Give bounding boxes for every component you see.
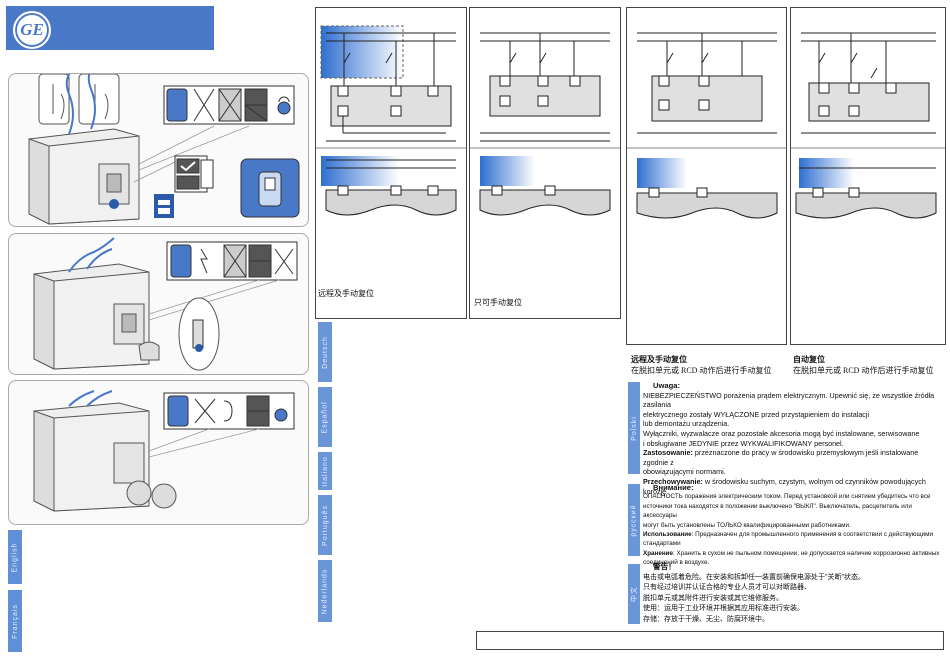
tab-portugues[interactable]: Português [318,495,332,555]
wiring-diagram-2: 只可手动复位 [469,7,621,319]
symbol-strip-3 [163,392,295,430]
footer-box [476,631,944,650]
wiring-diagram-3: 远程及手动复位 在脱扣单元或 RCD 动作后进行手动复位 [626,7,787,375]
tab-espanol[interactable]: Español [318,387,332,447]
step-panel-1 [8,73,309,227]
diagram-1-caption: 远程及手动复位 [318,289,374,298]
tab-italiano[interactable]: Italiano [318,452,332,490]
breaker-illustration [28,74,140,225]
step-panel-3 [8,380,309,525]
symbol-strip-2 [166,241,298,281]
russian-warning: Внимание: ОПАСНОСТЬ поражения электричес… [643,483,940,567]
wiring-diagram-4: 自动复位 在脱扣单元或 RCD 动作后进行手动复位 [790,7,946,375]
wiring-diagram-1: 远程及手动复位 [315,7,467,319]
indicator-symbol [154,194,174,218]
ge-logo-icon: GE [13,11,51,49]
diagram-2-caption: 只可手动复位 [474,298,522,307]
tab-nederlands[interactable]: Nederlands [318,560,332,622]
tab-francais[interactable]: Français [8,590,22,652]
wire-icon [65,74,96,135]
tab-polski[interactable]: Polski [628,382,640,474]
symbol-strip [163,85,295,125]
polski-warning: Uwaga: NIEBEZPIECZEŃSTWO porażenia prąde… [643,381,935,496]
tab-chinese[interactable]: 中文 [628,564,640,624]
zoom-symbol [240,158,300,218]
tab-english[interactable]: English [8,530,22,584]
diagram-3-caption: 远程及手动复位 在脱扣单元或 RCD 动作后进行手动复位 [631,355,772,375]
check-symbol [174,155,214,193]
tab-russian[interactable]: русский [628,484,640,556]
step-panel-2 [8,233,309,375]
tab-deutsch[interactable]: Deutsch [318,322,332,382]
chinese-warning: 警告！ 电击或电弧着危险。在安装和拆卸任一装置前确保电源处于"关断"状态。 只有… [643,562,865,623]
diagram-4-caption: 自动复位 在脱扣单元或 RCD 动作后进行手动复位 [793,355,934,375]
